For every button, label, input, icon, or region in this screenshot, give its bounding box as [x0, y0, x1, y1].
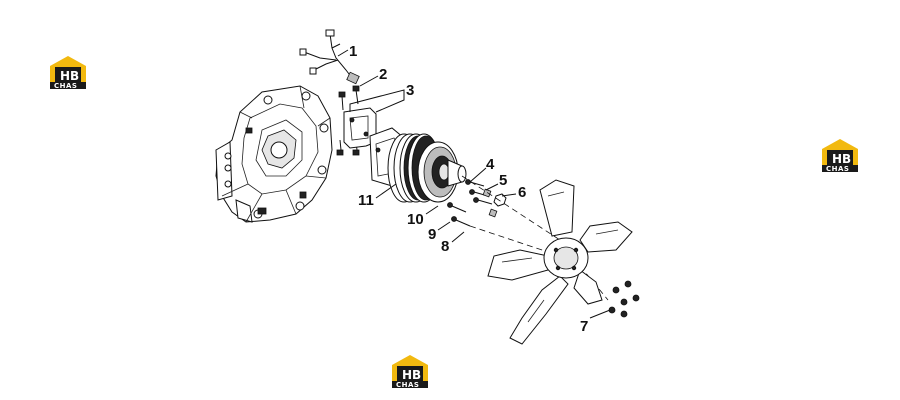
sensor-harness: [299, 29, 360, 85]
assembly-axis-line-lower: [469, 225, 561, 257]
svg-text:CHAS: CHAS: [54, 82, 77, 90]
hub-fasteners: [447, 179, 507, 227]
brand-logo-bottom: HB CHAS: [392, 355, 428, 389]
callout-3: 3: [406, 82, 414, 99]
svg-text:CHAS: CHAS: [396, 381, 419, 389]
callout-11: 11: [358, 192, 374, 209]
callout-7: 7: [580, 318, 588, 335]
svg-text:HB: HB: [832, 152, 851, 166]
svg-text:HB: HB: [60, 69, 79, 83]
callout-10: 10: [407, 211, 424, 228]
svg-text:HB: HB: [402, 368, 421, 382]
svg-text:CHAS: CHAS: [826, 165, 849, 173]
callout-6: 6: [518, 184, 526, 201]
callout-4: 4: [486, 156, 495, 173]
callout-8: 8: [441, 238, 449, 255]
front-cover-housing: [215, 85, 333, 223]
callout-9: 9: [428, 226, 436, 243]
fan-drive-assembly: [369, 127, 467, 203]
leader-lines: [337, 49, 611, 319]
mounting-bracket: [343, 107, 377, 149]
brand-logo-top-left: HB CHAS: [50, 56, 86, 90]
callout-1: 1: [349, 43, 357, 60]
callout-5: 5: [499, 172, 507, 189]
fan-bolts: [608, 280, 640, 318]
callout-2: 2: [379, 66, 387, 83]
brand-logo-right: HB CHAS: [822, 139, 858, 173]
cooling-fan: [487, 179, 633, 345]
